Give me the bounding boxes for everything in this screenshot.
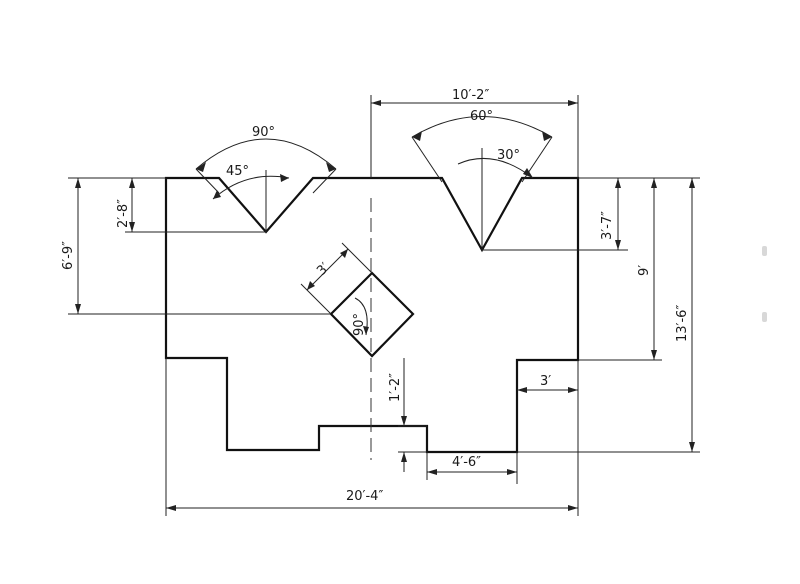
bottom-dim-arrow-r bbox=[568, 505, 578, 511]
left-dim-arrow-b bbox=[75, 304, 81, 314]
label-right-30: 30° bbox=[497, 148, 520, 163]
left-arc-90 bbox=[195, 138, 337, 170]
part-outline bbox=[164, 176, 580, 454]
label-right-height: 9′ bbox=[637, 265, 652, 276]
right-arc-arrow-r bbox=[542, 131, 552, 141]
left-arc-ext-r bbox=[312, 168, 337, 194]
gap-arrow-l bbox=[427, 469, 437, 475]
label-overall-width: 20′-4″ bbox=[346, 489, 383, 504]
label-overall-height: 13′-6″ bbox=[675, 305, 690, 342]
label-square-side: 3′ bbox=[314, 260, 333, 279]
left-notch-arrow-t bbox=[129, 178, 135, 188]
label-right-step: 3′ bbox=[540, 374, 551, 389]
right-arc-30-arrow bbox=[523, 168, 533, 178]
left-arc-arrow-r bbox=[326, 162, 336, 172]
label-left-notch: 2′-8″ bbox=[116, 199, 131, 228]
bottom-dim-arrow-l bbox=[166, 505, 176, 511]
overall-height-arrow-b bbox=[689, 442, 695, 452]
scan-smudge bbox=[762, 312, 767, 322]
square-arrow-b bbox=[340, 249, 348, 258]
right-notch-arrow-t bbox=[615, 178, 621, 188]
left-arc-45 bbox=[212, 175, 290, 200]
label-right-notch: 3′-7″ bbox=[600, 211, 615, 240]
overall-height-arrow-t bbox=[689, 178, 695, 188]
right-arc-arrow-l bbox=[412, 131, 422, 141]
top-dim-arrow-r bbox=[568, 100, 578, 106]
top-dim-arrow-l bbox=[371, 100, 381, 106]
label-top-width: 10′-2″ bbox=[452, 88, 489, 103]
right-arc-60 bbox=[411, 116, 553, 138]
right-height-arrow-b bbox=[651, 350, 657, 360]
left-arc-ext-l bbox=[195, 168, 220, 194]
left-arc-45-arrow-r bbox=[280, 174, 289, 182]
left-notch-arrow-b bbox=[129, 222, 135, 232]
rotated-square bbox=[329, 271, 415, 358]
label-left-height: 6′-9″ bbox=[61, 241, 76, 270]
label-center-drop: 1′-2″ bbox=[388, 373, 403, 402]
label-left-45: 45° bbox=[226, 164, 249, 179]
left-arc-arrow-l bbox=[196, 162, 206, 172]
label-bottom-gap: 4′-6″ bbox=[452, 455, 481, 470]
square-ext-2 bbox=[341, 242, 373, 274]
drop-arrow-top bbox=[401, 416, 407, 426]
left-dim-arrow-t bbox=[75, 178, 81, 188]
square-arrow-a bbox=[307, 281, 315, 290]
square-dim-line bbox=[306, 248, 349, 291]
square-angle-arrow bbox=[363, 326, 369, 335]
label-square-90: 90° bbox=[352, 313, 367, 336]
label-right-60: 60° bbox=[470, 109, 493, 124]
right-arc-ext-l bbox=[411, 136, 443, 183]
left-arc-45-arrow bbox=[213, 190, 221, 199]
drop-arrow-bottom bbox=[401, 452, 407, 462]
scan-smudge bbox=[762, 246, 767, 256]
right-step-arrow-r bbox=[568, 387, 578, 393]
right-arc-30 bbox=[457, 158, 534, 179]
gap-arrow-r bbox=[507, 469, 517, 475]
square-ext-1 bbox=[300, 283, 332, 315]
right-step-arrow-l bbox=[517, 387, 527, 393]
label-left-90: 90° bbox=[252, 125, 275, 140]
right-height-arrow-t bbox=[651, 178, 657, 188]
right-notch-arrow-b bbox=[615, 240, 621, 250]
